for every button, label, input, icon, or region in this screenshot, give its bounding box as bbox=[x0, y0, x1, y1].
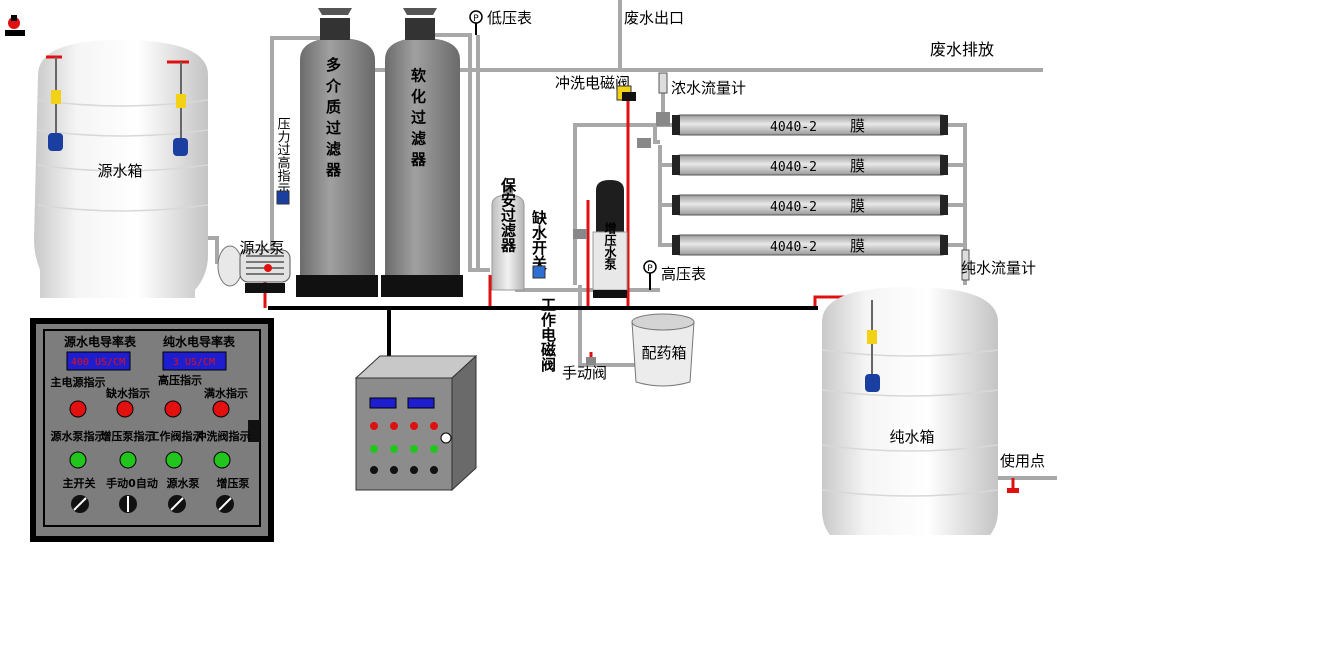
control-box bbox=[354, 354, 478, 492]
level-controller-icon bbox=[5, 15, 25, 36]
membrane-3: 4040-2 膜 bbox=[672, 194, 948, 216]
work-solenoid-label: 工作电磁阀 bbox=[539, 297, 557, 373]
source-pump: 源水泵 bbox=[217, 239, 291, 293]
use-point-valve-icon bbox=[1007, 488, 1019, 493]
indicator-work-valve-lamp bbox=[165, 451, 183, 469]
low-pressure-gauge-label: 低压表 bbox=[487, 9, 532, 27]
switch-booster-pump-knob[interactable] bbox=[216, 495, 234, 513]
concentrate-valve-icon bbox=[637, 138, 651, 148]
meter2-title: 纯水电导率表 bbox=[163, 334, 236, 349]
membrane-3-name: 膜 bbox=[850, 197, 865, 215]
indicator-booster-pump-lamp bbox=[119, 451, 137, 469]
low-gauge-symbol: P bbox=[473, 14, 479, 24]
waste-discharge-label: 废水排放 bbox=[930, 40, 994, 59]
membrane-3-model: 4040-2 bbox=[770, 200, 817, 215]
high-gauge-symbol: P bbox=[647, 264, 653, 274]
indicator-main-power-lamp bbox=[69, 400, 87, 418]
indicator-water-shortage-label: 缺水指示 bbox=[105, 386, 150, 400]
main-pipe bbox=[268, 306, 818, 360]
float-switch-1 bbox=[46, 55, 63, 151]
control-panel: 源水电导率表 纯水电导率表 400 US/CM 3 US/CM 主电源指示 缺水… bbox=[30, 318, 274, 542]
flush-solenoid-icon bbox=[616, 85, 636, 101]
meter1-display bbox=[66, 351, 131, 371]
water-shortage-switch-icon bbox=[532, 265, 546, 279]
dosing-tank: 配药箱 bbox=[631, 313, 695, 387]
booster-pump-label: 增压水泵 bbox=[603, 221, 617, 271]
indicator-booster-pump-label: 增压泵指示 bbox=[101, 429, 156, 443]
indicator-full-water-lamp bbox=[212, 400, 230, 418]
membrane-2-model: 4040-2 bbox=[770, 160, 817, 175]
multimedia-filter-label: 多介质过滤器 bbox=[324, 56, 342, 183]
switch-mode-label: 手动0自动 bbox=[106, 476, 158, 490]
manual-valve-icon bbox=[586, 352, 596, 365]
pure-flowmeter-label: 纯水流量计 bbox=[961, 259, 1036, 277]
high-pressure-gauge-label: 高压表 bbox=[661, 265, 706, 283]
booster-pump: 增压水泵 bbox=[592, 180, 628, 298]
pure-tank-label: 纯水箱 bbox=[889, 428, 934, 446]
indicator-flush-valve-lamp bbox=[213, 451, 231, 469]
source-tank-label: 源水箱 bbox=[97, 162, 142, 180]
membrane-1-model: 4040-2 bbox=[770, 120, 817, 135]
multimedia-filter: 多介质过滤器 bbox=[296, 8, 378, 297]
softener-filter-label: 软化过滤器 bbox=[409, 67, 427, 173]
pure-tank: 纯水箱 bbox=[821, 287, 999, 535]
float-switch-3 bbox=[865, 300, 880, 392]
pressure-high-indicator-icon bbox=[276, 190, 290, 205]
use-point-label: 使用点 bbox=[1000, 452, 1045, 470]
manual-valve-label: 手动阀 bbox=[562, 364, 607, 382]
flush-solenoid-label: 冲洗电磁阀 bbox=[555, 74, 630, 92]
indicator-main-power-label: 主电源指示 bbox=[51, 375, 106, 389]
membrane-2: 4040-2 膜 bbox=[672, 154, 948, 176]
low-pressure-gauge: P bbox=[469, 10, 483, 35]
softener-filter: 软化过滤器 bbox=[381, 8, 463, 297]
waste-outlet-label: 废水出口 bbox=[624, 9, 684, 27]
indicator-water-shortage-lamp bbox=[116, 400, 134, 418]
high-pressure-gauge: P bbox=[643, 260, 657, 290]
indicator-high-pressure-lamp bbox=[164, 400, 182, 418]
booster-inlet-valve-icon bbox=[573, 229, 587, 239]
membrane-4: 4040-2 膜 bbox=[672, 234, 948, 256]
membrane-1-name: 膜 bbox=[850, 117, 865, 135]
membrane-1: 4040-2 膜 bbox=[672, 114, 948, 136]
water-shortage-switch-label: 缺水开关 bbox=[530, 209, 548, 271]
pressure-high-indicator-label: 压力过高指示 bbox=[275, 117, 291, 195]
security-filter: 保安过滤器 bbox=[491, 177, 525, 291]
float-switch-2 bbox=[167, 60, 189, 156]
switch-mode-knob[interactable] bbox=[119, 495, 137, 513]
source-pump-label: 源水泵 bbox=[239, 239, 284, 257]
switch-source-pump-label: 源水泵 bbox=[167, 476, 200, 490]
indicator-full-water-label: 满水指示 bbox=[204, 386, 248, 400]
indicator-source-pump-label: 源水泵指示 bbox=[51, 429, 106, 443]
meter1-title: 源水电导率表 bbox=[64, 334, 137, 349]
indicator-high-pressure-label: 高压指示 bbox=[158, 373, 202, 387]
switch-main-label: 主开关 bbox=[63, 476, 96, 490]
membrane-4-model: 4040-2 bbox=[770, 240, 817, 255]
concentrate-flowmeter-icon bbox=[656, 72, 670, 126]
security-filter-label: 保安过滤器 bbox=[499, 177, 517, 254]
dosing-tank-label: 配药箱 bbox=[641, 344, 686, 362]
indicator-work-valve-label: 工作阀指示 bbox=[149, 429, 204, 443]
meter2-display bbox=[162, 351, 227, 371]
indicator-flush-valve-label: 冲洗阀指示 bbox=[196, 429, 251, 443]
indicator-source-pump-lamp bbox=[69, 451, 87, 469]
switch-booster-pump-label: 增压泵 bbox=[217, 476, 250, 490]
switch-main-knob[interactable] bbox=[71, 495, 89, 513]
switch-source-pump-knob[interactable] bbox=[168, 495, 186, 513]
meter2-value: 3 US/CM bbox=[173, 357, 215, 368]
meter1-value: 400 US/CM bbox=[71, 357, 125, 368]
concentrate-flowmeter-label: 浓水流量计 bbox=[671, 79, 746, 97]
pure-flowmeter-icon bbox=[961, 249, 970, 281]
membrane-4-name: 膜 bbox=[850, 237, 865, 255]
membrane-2-name: 膜 bbox=[850, 157, 865, 175]
